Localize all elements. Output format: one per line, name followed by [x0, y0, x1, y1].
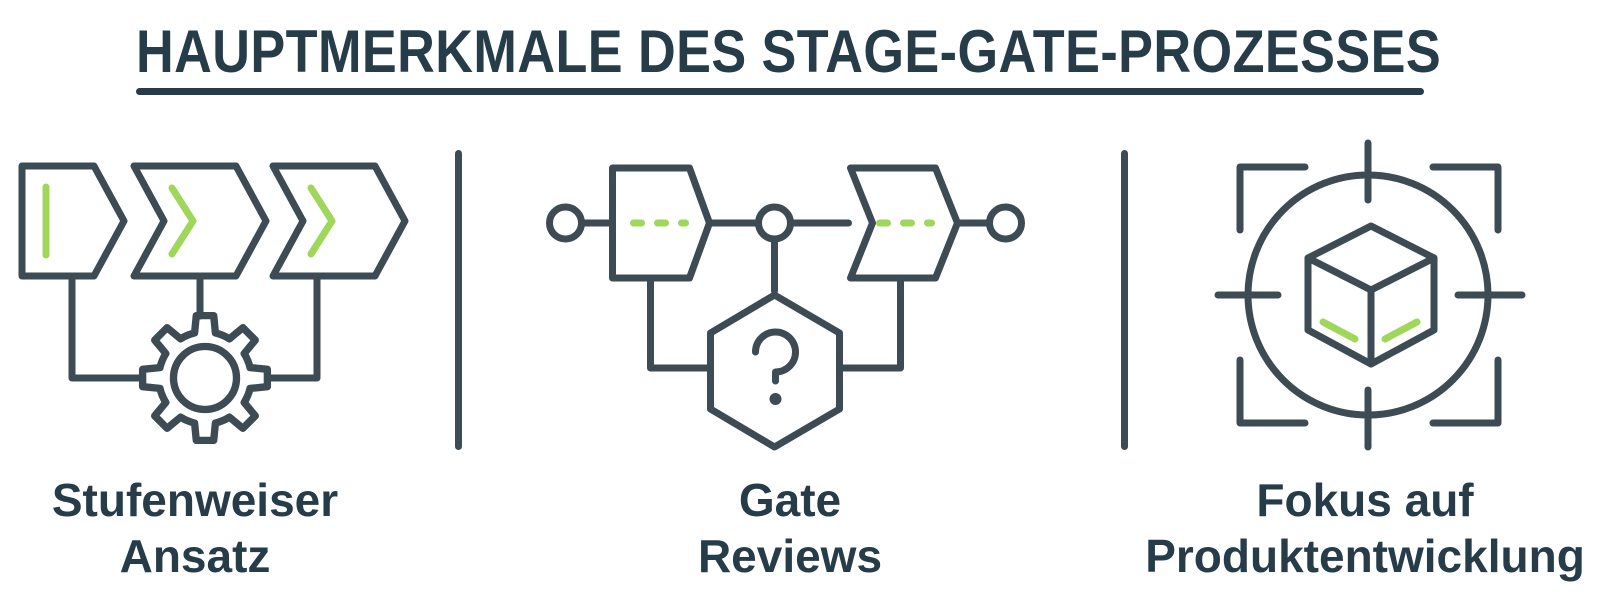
- flow-endpoints: [546, 203, 1025, 243]
- connector-lines: [647, 235, 904, 372]
- label-line: Ansatz: [119, 530, 271, 582]
- cube-icon: [1304, 222, 1438, 368]
- question-mark-icon: [752, 328, 799, 405]
- gate-review-flow-icon: [546, 164, 1025, 451]
- decision-hexagon: [707, 291, 843, 451]
- connector-lines: [68, 272, 321, 382]
- section-divider: [1121, 150, 1128, 450]
- crosshair-circle: [1214, 139, 1526, 451]
- corner-brackets: [1236, 163, 1502, 427]
- label-line: Reviews: [697, 530, 883, 582]
- gear-icon: [138, 311, 272, 445]
- stage-shape-1: [609, 164, 713, 282]
- label-line: Stufenweiser: [51, 474, 339, 526]
- product-focus-target-icon: [1214, 139, 1526, 451]
- stage-chevron-1: [18, 162, 128, 280]
- label-line: Produktentwicklung: [1145, 530, 1585, 582]
- section-label-gate-reviews: Gate Reviews: [590, 472, 990, 584]
- title-underline: [136, 88, 1424, 95]
- stage-chevron-3: [269, 162, 409, 280]
- stage-chevrons-gear-icon: [18, 162, 409, 445]
- label-line: Fokus auf: [1256, 474, 1474, 526]
- section-divider: [455, 150, 462, 450]
- section-label-fokus-produktentwicklung: Fokus auf Produktentwicklung: [1110, 472, 1600, 584]
- page-title: HAUPTMERKMALE DES STAGE-GATE-PROZESSES: [136, 18, 1442, 85]
- label-line: Gate: [738, 474, 842, 526]
- stage-shape-2: [847, 164, 961, 282]
- section-label-stufenweiser-ansatz: Stufenweiser Ansatz: [5, 472, 385, 584]
- stage-chevron-2: [130, 162, 270, 280]
